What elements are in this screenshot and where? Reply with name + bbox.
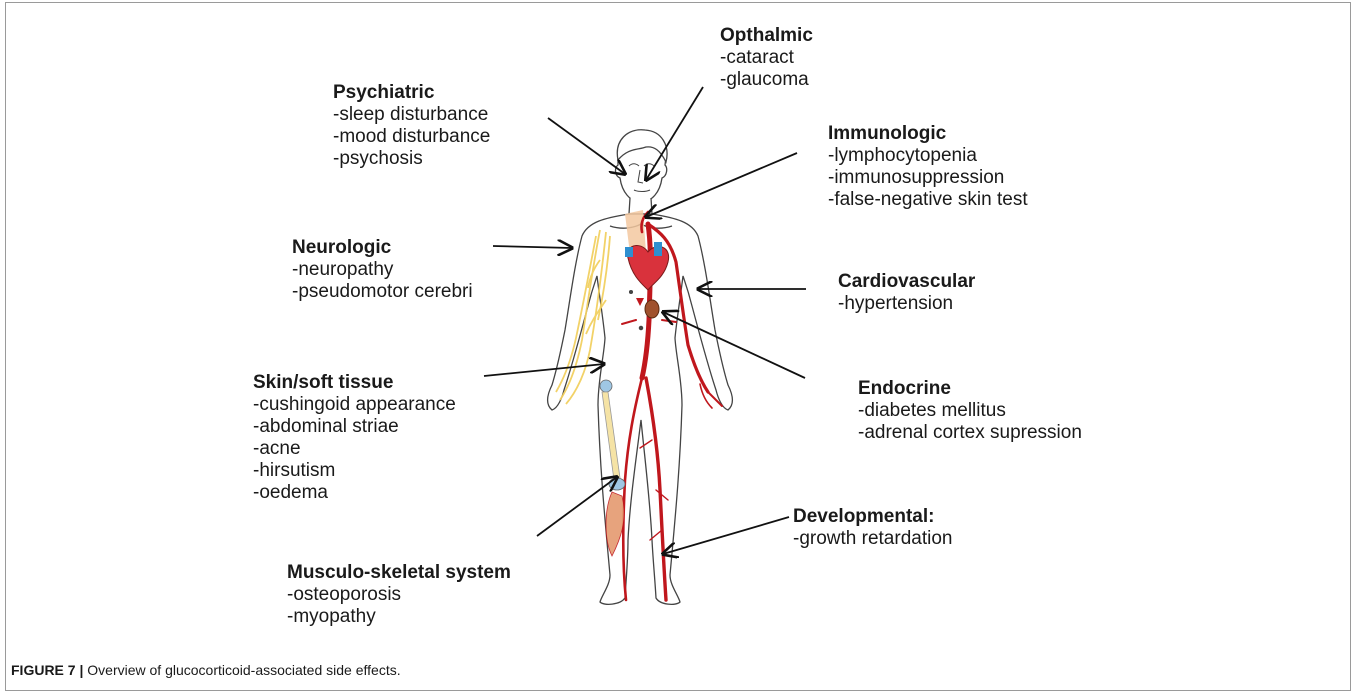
group-title: Developmental:	[793, 506, 952, 528]
group-title: Endocrine	[858, 378, 1082, 400]
group-cardiovascular: Cardiovascular -hypertension	[838, 271, 975, 315]
group-item: -sleep disturbance	[333, 104, 490, 126]
group-item: -acne	[253, 438, 456, 460]
group-title: Skin/soft tissue	[253, 372, 456, 394]
caption-text: Overview of glucocorticoid-associated si…	[83, 662, 400, 678]
group-opthalmic: Opthalmic -cataract -glaucoma	[720, 25, 813, 91]
group-title: Neurologic	[292, 237, 473, 259]
group-item: -glaucoma	[720, 69, 813, 91]
group-item: -lymphocytopenia	[828, 145, 1028, 167]
group-item: -hypertension	[838, 293, 975, 315]
group-item: -immunosuppression	[828, 167, 1028, 189]
group-item: -mood disturbance	[333, 126, 490, 148]
group-item: -psychosis	[333, 148, 490, 170]
group-immunologic: Immunologic -lymphocytopenia -immunosupp…	[828, 123, 1028, 211]
group-endocrine: Endocrine -diabetes mellitus -adrenal co…	[858, 378, 1082, 444]
arrow-neurologic	[493, 246, 572, 248]
group-title: Immunologic	[828, 123, 1028, 145]
group-item: -cataract	[720, 47, 813, 69]
arrow-developmental	[663, 517, 789, 554]
arrow-skin	[484, 364, 604, 376]
arrow-immunologic	[646, 153, 797, 217]
group-psychiatric: Psychiatric -sleep disturbance -mood dis…	[333, 82, 490, 170]
group-item: -false-negative skin test	[828, 189, 1028, 211]
group-item: -cushingoid appearance	[253, 394, 456, 416]
kidney	[645, 300, 659, 318]
group-title: Psychiatric	[333, 82, 490, 104]
group-musculo-skeletal: Musculo-skeletal system -osteoporosis -m…	[287, 562, 511, 628]
group-item: -osteoporosis	[287, 584, 511, 606]
group-skin-soft-tissue: Skin/soft tissue -cushingoid appearance …	[253, 372, 456, 504]
group-developmental: Developmental: -growth retardation	[793, 506, 952, 550]
group-item: -oedema	[253, 482, 456, 504]
group-item: -diabetes mellitus	[858, 400, 1082, 422]
group-item: -neuropathy	[292, 259, 473, 281]
arrow-psychiatric	[548, 118, 625, 174]
group-neurologic: Neurologic -neuropathy -pseudomotor cere…	[292, 237, 473, 303]
group-item: -myopathy	[287, 606, 511, 628]
caption-label: FIGURE 7 |	[11, 662, 83, 678]
group-item: -abdominal striae	[253, 416, 456, 438]
group-item: -pseudomotor cerebri	[292, 281, 473, 303]
group-item: -adrenal cortex supression	[858, 422, 1082, 444]
group-item: -growth retardation	[793, 528, 952, 550]
group-item: -hirsutism	[253, 460, 456, 482]
figure-caption: FIGURE 7 | Overview of glucocorticoid-as…	[11, 662, 401, 678]
group-title: Opthalmic	[720, 25, 813, 47]
group-title: Musculo-skeletal system	[287, 562, 511, 584]
arrow-endocrine	[663, 312, 805, 378]
group-title: Cardiovascular	[838, 271, 975, 293]
